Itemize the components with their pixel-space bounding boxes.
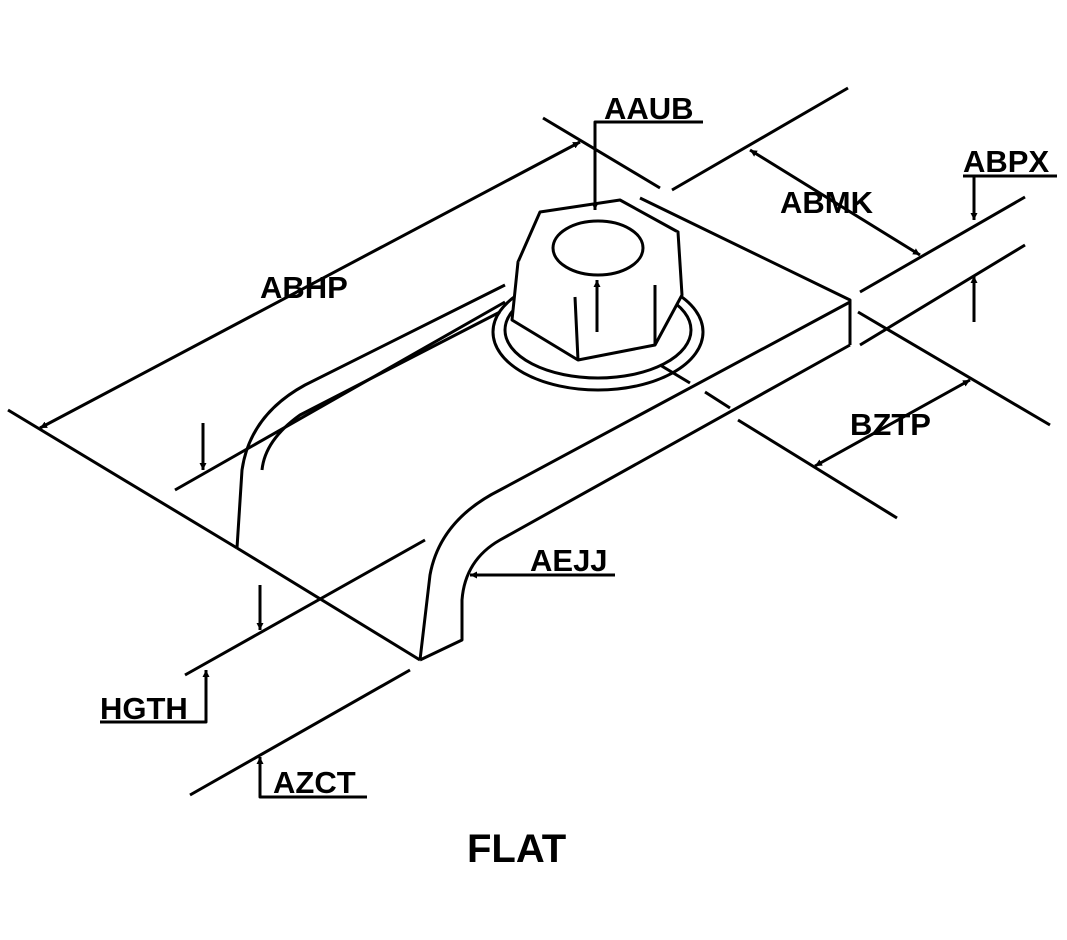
- label-aejj: AEJJ: [530, 543, 608, 578]
- extension-lines: [7, 86, 1051, 797]
- hidden-line: [659, 363, 731, 410]
- label-abhp: ABHP: [260, 270, 348, 305]
- label-hgth: HGTH: [100, 691, 188, 726]
- label-aaub: AAUB: [604, 91, 694, 126]
- diagram-title: FLAT: [467, 827, 566, 871]
- label-azct: AZCT: [273, 765, 356, 800]
- label-abmk: ABMK: [780, 185, 874, 220]
- dimension-lines: [39, 120, 1057, 799]
- label-abpx: ABPX: [963, 144, 1049, 179]
- label-bztp: BZTP: [850, 407, 931, 442]
